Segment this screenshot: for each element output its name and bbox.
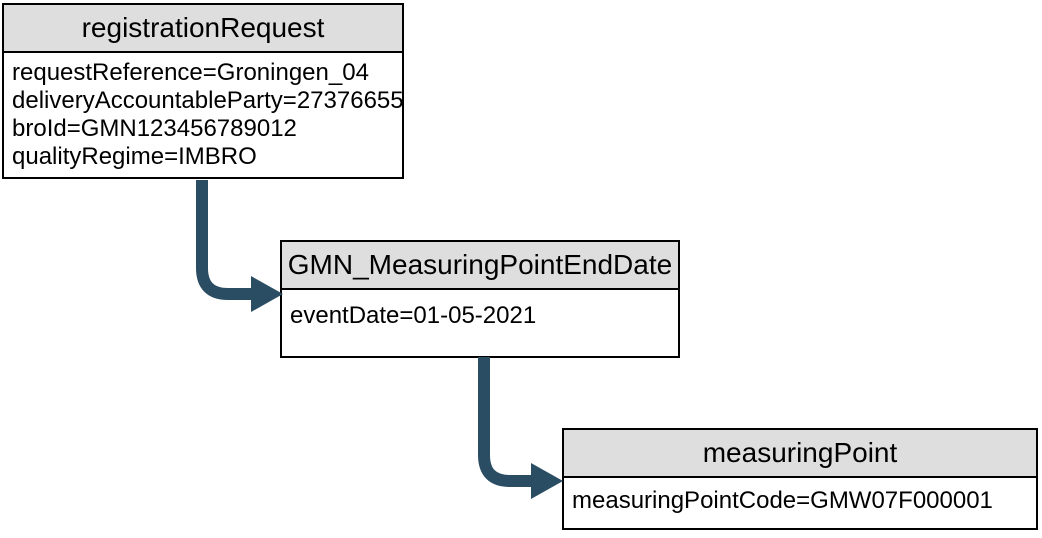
edge-arrow-enddate-to-measuringpoint bbox=[478, 357, 563, 499]
attribute-delivery-accountable-party: deliveryAccountableParty=27376655 bbox=[12, 87, 402, 114]
node-measuring-point-title: measuringPoint bbox=[564, 430, 1036, 478]
attribute-event-date: eventDate=01-05-2021 bbox=[290, 302, 537, 329]
attribute-measuring-point-code: measuringPointCode=GMW07F000001 bbox=[572, 487, 993, 514]
attribute-bro-id: broId=GMN123456789012 bbox=[12, 115, 297, 142]
node-gmn-measuring-point-end-date-title: GMN_MeasuringPointEndDate bbox=[282, 242, 678, 290]
elbow-connector-1 bbox=[196, 180, 251, 300]
node-registration-request-title: registrationRequest bbox=[4, 5, 402, 53]
node-gmn-measuring-point-end-date-attributes: eventDate=01-05-2021 bbox=[282, 290, 678, 330]
node-gmn-measuring-point-end-date: GMN_MeasuringPointEndDate eventDate=01-0… bbox=[280, 240, 680, 358]
node-registration-request: registrationRequest requestReference=Gro… bbox=[2, 3, 404, 179]
arrowhead-icon-2 bbox=[531, 463, 563, 499]
elbow-connector-2 bbox=[478, 357, 531, 487]
node-measuring-point: measuringPoint measuringPointCode=GMW07F… bbox=[562, 428, 1038, 530]
node-registration-request-attributes: requestReference=Groningen_04 deliveryAc… bbox=[4, 53, 402, 171]
edge-arrow-registration-to-enddate bbox=[196, 180, 283, 312]
attribute-request-reference: requestReference=Groningen_04 bbox=[12, 59, 369, 86]
node-measuring-point-attributes: measuringPointCode=GMW07F000001 bbox=[564, 478, 1036, 515]
attribute-quality-regime: qualityRegime=IMBRO bbox=[12, 143, 257, 170]
arrowhead-icon-1 bbox=[251, 276, 283, 312]
